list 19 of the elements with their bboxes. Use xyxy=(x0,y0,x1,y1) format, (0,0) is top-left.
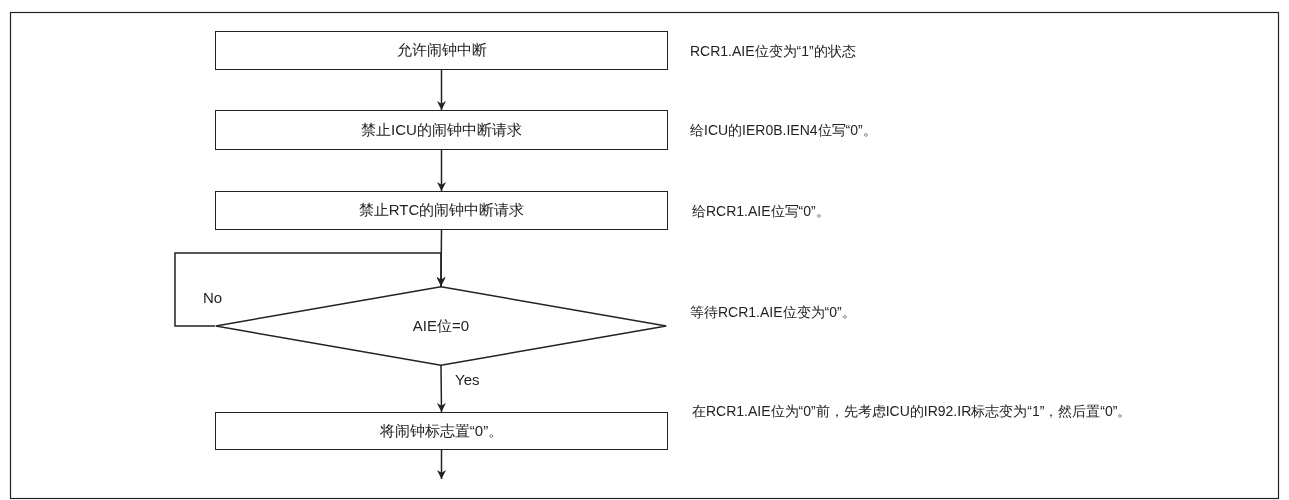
arrow xyxy=(436,365,446,413)
annotation-text: 在RCR1.AIE位为“0”前，先考虑ICU的IR92.IR标志变为“1”，然后置“0”。 xyxy=(692,402,1132,421)
annotation-text: 给ICU的IER0B.IEN4位写“0”。 xyxy=(690,121,878,140)
step-text: AIE位=0 xyxy=(412,316,470,336)
step-text: 禁止RTC的闹钟中断请求 xyxy=(358,201,525,220)
annotation-text: RCR1.AIE位变为“1”的状态 xyxy=(690,42,857,61)
process-box xyxy=(215,191,668,230)
process-box xyxy=(215,31,668,70)
arrow xyxy=(437,449,446,480)
arrow xyxy=(437,69,446,111)
step-text: 允许闹钟中断 xyxy=(396,41,487,60)
annotation-text: 给RCR1.AIE位写“0”。 xyxy=(692,202,831,221)
process-box xyxy=(215,110,668,150)
step-text: 将闹钟标志置“0”。 xyxy=(379,421,504,441)
arrow xyxy=(174,252,446,327)
process-box xyxy=(215,412,668,450)
arrow xyxy=(437,149,446,192)
step-text: 禁止ICU的闹钟中断请求 xyxy=(361,120,522,140)
annotation-text: 等待RCR1.AIE位变为“0”。 xyxy=(690,303,857,322)
